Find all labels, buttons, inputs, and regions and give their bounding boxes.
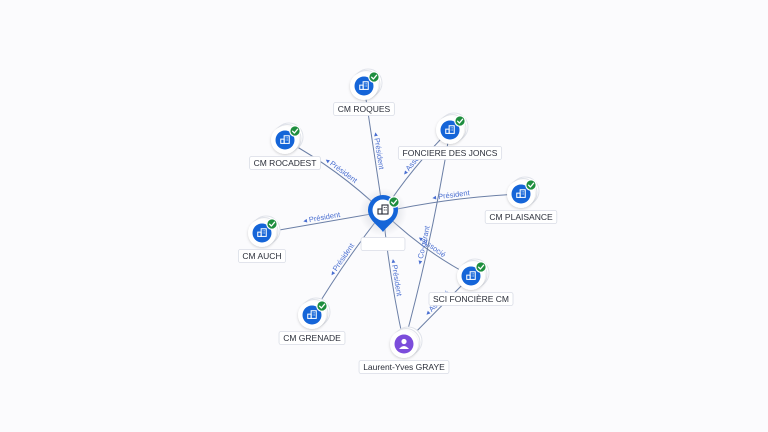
node-label: FONCIERE DES JONCS (403, 148, 498, 158)
node-cm-grenade[interactable]: CM GRENADE (278, 297, 346, 345)
node-label: CM ROCADEST (254, 158, 317, 168)
node-label-box (333, 102, 395, 116)
node-eureka[interactable]: EUREKA (359, 188, 407, 251)
check-badge-icon (388, 196, 400, 208)
node-cm-roques[interactable]: CM ROQUES (333, 68, 395, 116)
node-label-box (484, 210, 558, 224)
building-icon (280, 135, 290, 144)
edge-label: ◂ Président (323, 155, 359, 185)
building-icon (445, 125, 455, 134)
person-icon (399, 338, 409, 349)
node-label-box (278, 331, 346, 345)
node-label-box (237, 249, 287, 263)
check-badge-icon (316, 300, 328, 312)
node-label: CM AUCH (242, 251, 281, 261)
node-cm-auch[interactable]: CM AUCH (237, 215, 287, 263)
node-cm-plaisance[interactable]: CM PLAISANCE (484, 176, 558, 224)
node-label-box (397, 146, 503, 160)
check-badge-icon (368, 71, 380, 83)
building-icon (257, 228, 267, 237)
center-label-box (360, 237, 406, 251)
building-icon (466, 271, 476, 280)
node-label-box (249, 156, 321, 170)
building-icon (359, 81, 369, 90)
check-badge-icon (289, 125, 301, 137)
building-icon (516, 189, 526, 198)
check-badge-icon (454, 115, 466, 127)
building-icon (307, 310, 317, 319)
node-fonciere-des-joncs[interactable]: FONCIERE DES JONCS (397, 112, 503, 160)
node-laurent-yves-graye[interactable]: Laurent-Yves GRAYE (358, 326, 450, 374)
building-icon (377, 204, 389, 215)
node-label: EUREKA (365, 239, 401, 249)
node-cm-rocadest[interactable]: CM ROCADEST (249, 122, 321, 170)
node-label: CM PLAISANCE (489, 212, 553, 222)
node-label: Laurent-Yves GRAYE (363, 362, 445, 372)
check-badge-icon (525, 179, 537, 191)
node-label-box (428, 292, 514, 306)
node-label: CM GRENADE (283, 333, 341, 343)
edge-label: ◂ Président (327, 241, 356, 278)
node-label: CM ROQUES (338, 104, 391, 114)
check-badge-icon (475, 261, 487, 273)
node-label-box (358, 360, 450, 374)
node-sci-fonciere-cm[interactable]: SCI FONCIÈRE CM (428, 258, 514, 306)
check-badge-icon (266, 218, 278, 230)
node-label: SCI FONCIÈRE CM (433, 294, 509, 304)
nodes-layer: CM ROQUES CM ROCADEST FONCIERE DES JONCS CM… (237, 68, 558, 374)
